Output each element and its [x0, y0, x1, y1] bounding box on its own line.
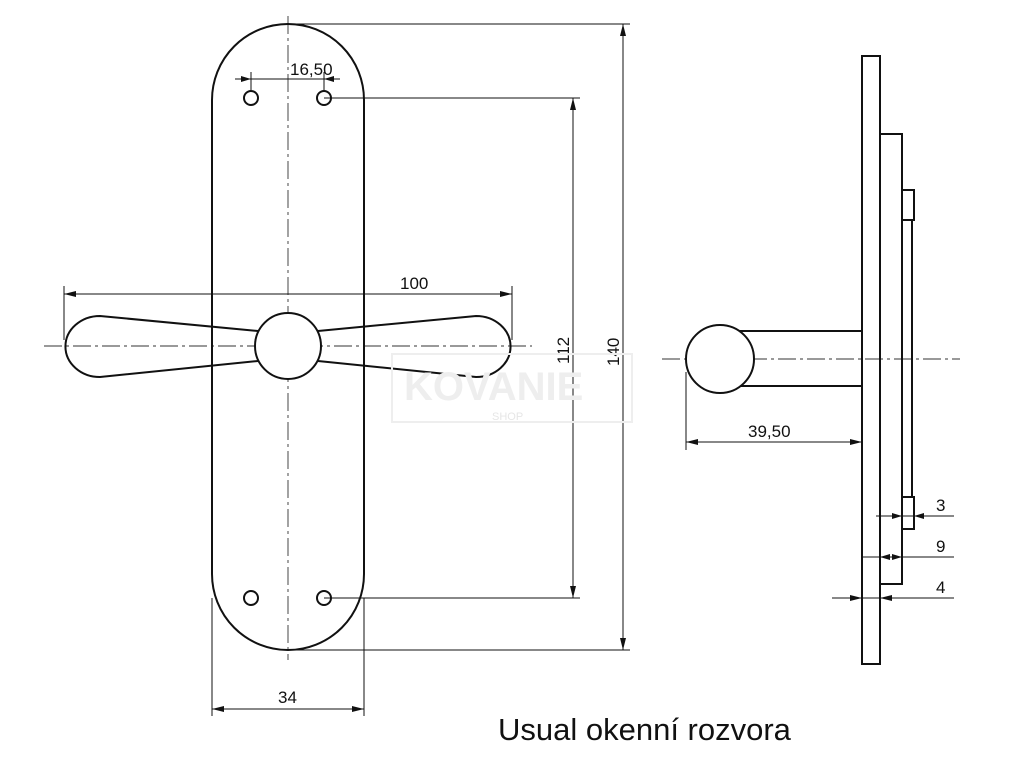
dim-4-arrow-left — [850, 595, 862, 601]
dim-plate-width-label: 34 — [278, 688, 297, 707]
lever-right — [317, 314, 512, 379]
dim-projection-label: 39,50 — [748, 422, 791, 441]
dim-plate-width-arrow-right — [352, 706, 364, 712]
side-latch-bottom — [901, 496, 915, 530]
screw-hole-top-left — [243, 90, 259, 106]
dim-lever-label: 100 — [400, 274, 428, 293]
watermark-frame — [391, 353, 633, 423]
handle-hub — [254, 312, 322, 380]
front-view: 16,50 100 112 140 34 — [44, 16, 630, 716]
drawing-title: Usual okenní rozvora — [498, 712, 791, 747]
dim-projection-arrow-left — [686, 439, 698, 445]
dim-9-label: 9 — [936, 537, 945, 556]
dim-holes-arrow-bottom — [570, 586, 576, 598]
side-knob — [685, 324, 755, 394]
side-view: 39,50 3 9 4 — [662, 55, 960, 665]
dim-9-arrow-right — [892, 554, 902, 560]
watermark: KOVANIE SHOP — [391, 353, 633, 423]
dim-plate-height-arrow-bottom — [620, 638, 626, 650]
dim-4-arrow-right — [880, 595, 892, 601]
dim-holes-arrow-top — [570, 98, 576, 110]
dim-hole-spacing-arrow-left — [241, 76, 251, 82]
lever-left — [64, 314, 259, 379]
side-plate — [861, 55, 881, 665]
dim-4-label: 4 — [936, 578, 945, 597]
dim-3-label: 3 — [936, 496, 945, 515]
dim-lever-arrow-right — [500, 291, 512, 297]
dim-hole-spacing-label: 16,50 — [290, 60, 333, 79]
dim-plate-height-arrow-top — [620, 24, 626, 36]
side-mount-block — [879, 133, 903, 585]
dim-lever-arrow-left — [64, 291, 76, 297]
dim-plate-height-label: 140 — [604, 338, 623, 366]
watermark-brand: KOVANIE — [404, 365, 583, 409]
dim-3-arrow-right — [914, 513, 924, 519]
side-latch-top — [901, 189, 915, 221]
screw-hole-bottom-left — [243, 590, 259, 606]
dim-3-arrow-left — [892, 513, 902, 519]
dim-hole-spacing-arrow-right — [324, 76, 334, 82]
dim-projection-arrow-right — [850, 439, 862, 445]
watermark-sub: SHOP — [492, 411, 523, 423]
dim-holes-label: 112 — [554, 337, 573, 364]
dim-plate-width-arrow-left — [212, 706, 224, 712]
dim-9-arrow-left — [880, 554, 890, 560]
